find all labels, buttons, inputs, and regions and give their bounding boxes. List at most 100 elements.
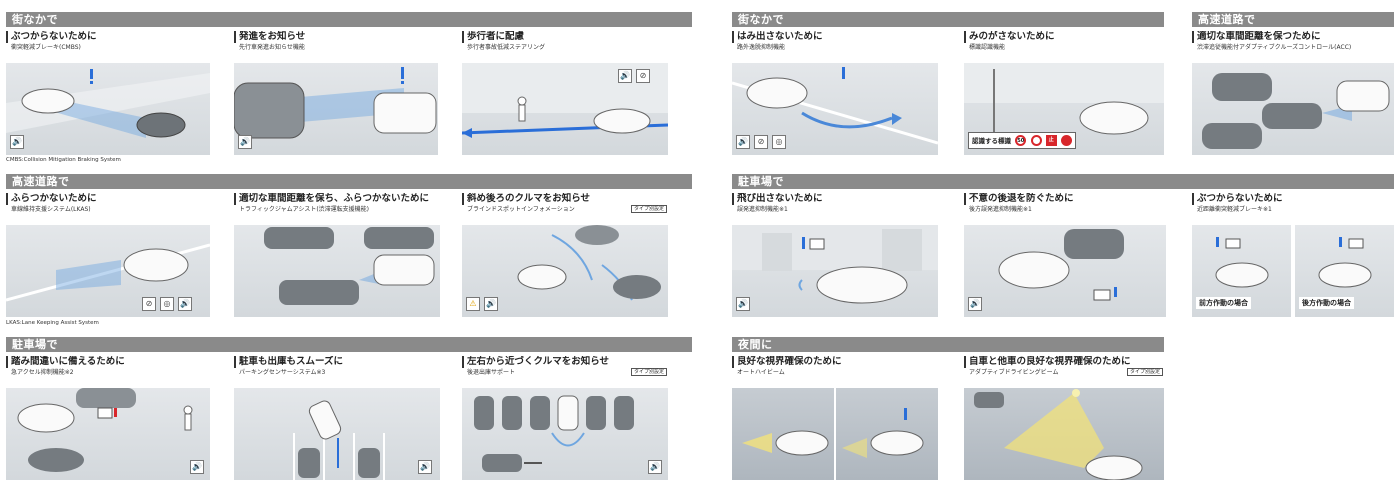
footnote-cmbs: CMBS:Collision Mitigation Braking System xyxy=(6,157,121,163)
cell-traffic-jam-assist: 適切な車間距離を保ち、ふらつかないために トラフィックジャムアシスト(渋滞運転支… xyxy=(234,193,440,317)
front-operation-illustration xyxy=(1215,237,1269,288)
cell-title: 斜め後ろのクルマをお知らせ xyxy=(462,193,668,205)
sound-icon: 🔊 xyxy=(238,135,252,149)
cell-subtitle: 先行車発進お知らせ機能 xyxy=(239,44,305,51)
section-header-highway-left: 高速道路で xyxy=(6,174,692,189)
sound-icon: 🔊 xyxy=(10,135,24,149)
cell-subtitle: タイプ別設定 ブラインドスポットインフォメーション xyxy=(462,205,668,214)
cell-title: ふらつかないために xyxy=(6,193,210,205)
sign-illustration xyxy=(964,63,1164,143)
mirror-indicator-icon: ⚠ xyxy=(466,297,480,311)
illustration xyxy=(234,225,440,317)
illustration: 🔊 xyxy=(6,63,210,155)
recognized-signs-panel: 認識する標識 50 止 xyxy=(968,132,1077,149)
illustration: 認識する標識 50 止 xyxy=(964,63,1164,155)
cell-subtitle: オートハイビーム xyxy=(737,369,785,376)
caption-front-operation: 前方作動の場合 xyxy=(1196,297,1251,309)
section-header-town-left: 街なかで xyxy=(6,12,692,27)
illustration: 🔊 xyxy=(6,388,210,480)
section-header-town-right: 街なかで xyxy=(732,12,1164,27)
cell-title: ぶつからないために xyxy=(1192,193,1394,205)
departure-illustration xyxy=(234,67,437,139)
illustration: 🔊 ⊘ xyxy=(462,63,668,155)
cell-subtitle: パーキングセンサーシステム※3 xyxy=(239,369,326,376)
stop-sign-icon: 止 xyxy=(1045,135,1057,146)
illustration: 🔊 xyxy=(234,63,438,155)
cell-title: ぶつからないために xyxy=(6,31,210,43)
cell-lkas: ふらつかないために 車線維持支援システム(LKAS) ⊘ ◎ 🔊 xyxy=(6,193,210,317)
cell-false-start: 飛び出さないために 誤発進抑制機能※1 🔊 xyxy=(732,193,938,317)
cell-parking-sensor: 駐車も出庫もスムーズに パーキングセンサーシステム※3 🔊 xyxy=(234,356,440,480)
section-header-night: 夜間に xyxy=(732,337,1164,352)
steering-icon: ◎ xyxy=(160,297,174,311)
rear-exit-illustration xyxy=(474,395,634,472)
cell-subtitle-text: ブラインドスポットインフォメーション xyxy=(467,206,575,213)
cell-title: 踏み間違いに備えるために xyxy=(6,356,210,368)
steering-icon: ◎ xyxy=(772,135,786,149)
lkas-illustration xyxy=(6,243,210,302)
sign-label: 認識する標識 xyxy=(972,136,1011,145)
cell-title: 発進をお知らせ xyxy=(234,31,438,43)
cell-subtitle: 標識認識機能 xyxy=(969,44,1006,51)
false-start-illustration xyxy=(732,225,938,304)
cell-title: はみ出さないために xyxy=(732,31,938,43)
sound-icon: 🔊 xyxy=(178,297,192,311)
adaptive-beam-illustration xyxy=(974,389,1143,480)
cell-acc: 適切な車間距離を保つために 渋滞追従機能付アダプティブクルーズコントロール(AC… xyxy=(1192,31,1394,155)
speed-limit-sign-icon: 50 xyxy=(1015,135,1027,146)
section-header-highway-right: 高速道路で xyxy=(1192,12,1394,27)
cell-subtitle: 渋滞追従機能付アダプティブクルーズコントロール(ACC) xyxy=(1197,44,1352,51)
auto-high-beam-illustration xyxy=(742,388,924,480)
cell-subtitle: 急アクセル抑制機能※2 xyxy=(11,369,74,376)
cell-pedestrian-steering: 歩行者に配慮 歩行者事故低減ステアリング 🔊 ⊘ xyxy=(462,31,668,155)
illustration: 🔊 xyxy=(964,225,1166,317)
steering-warning-icon: ⊘ xyxy=(636,69,650,83)
cell-title: 歩行者に配慮 xyxy=(462,31,668,43)
illustration: 🔊 ⊘ ◎ xyxy=(732,63,938,155)
do-not-enter-sign-icon xyxy=(1061,135,1073,146)
type-badge: タイプ別設定 xyxy=(630,205,667,213)
cell-rear-exit-support: 左右から近づくクルマをお知らせ タイプ別設定 後退出庫サポート 🔊 xyxy=(462,356,668,480)
lane-icon: ⊘ xyxy=(754,135,768,149)
cell-low-speed-braking: ぶつからないために 近距離衝突軽減ブレーキ※1 前方作動の場合 後方作動の場合 xyxy=(1192,193,1394,317)
cell-subtitle: 誤発進抑制機能※1 xyxy=(737,206,788,213)
cmbs-illustration xyxy=(6,69,210,138)
acc-illustration xyxy=(1202,73,1390,149)
sound-icon: 🔊 xyxy=(968,297,982,311)
cell-title: 左右から近づくクルマをお知らせ xyxy=(462,356,668,368)
cell-subtitle: トラフィックジャムアシスト(渋滞運転支援機能) xyxy=(239,206,370,213)
traffic-jam-illustration xyxy=(264,227,435,305)
cell-subtitle: 歩行者事故低減ステアリング xyxy=(467,44,546,51)
cell-title: 適切な車間距離を保ち、ふらつかないために xyxy=(234,193,440,205)
cell-subtitle-text: アダプティブドライビングビーム xyxy=(969,369,1059,376)
cell-subtitle: 路外逸脱抑制機能 xyxy=(737,44,786,51)
cell-adaptive-driving-beam: 自車と他車の良好な視界確保のために タイプ別設定 アダプティブドライビングビーム xyxy=(964,356,1164,480)
cell-title: 飛び出さないために xyxy=(732,193,938,205)
blind-spot-illustration xyxy=(517,225,661,301)
sound-icon: 🔊 xyxy=(418,460,432,474)
cell-subtitle: タイプ別設定 アダプティブドライビングビーム xyxy=(964,368,1164,377)
illustration xyxy=(732,388,938,480)
illustration: ⚠ 🔊 xyxy=(462,225,668,317)
sound-icon: 🔊 xyxy=(736,297,750,311)
cell-auto-high-beam: 良好な視界確保のために オートハイビーム xyxy=(732,356,938,480)
rear-operation-illustration xyxy=(1318,237,1372,288)
illustration: 🔊 xyxy=(732,225,938,317)
sound-icon: 🔊 xyxy=(648,460,662,474)
illustration: 🔊 xyxy=(234,388,440,480)
cell-subtitle: 後方誤発進抑制機能※1 xyxy=(969,206,1032,213)
cell-title: 良好な視界確保のために xyxy=(732,356,938,368)
illustration: ⊘ ◎ 🔊 xyxy=(6,225,210,317)
footnote-lkas: LKAS:Lane Keeping Assist System xyxy=(6,320,99,326)
cell-rear-false-start: 不意の後退を防ぐために 後方誤発進抑制機能※1 🔊 xyxy=(964,193,1166,317)
accel-illustration xyxy=(17,388,193,472)
cell-title: 駐車も出庫もスムーズに xyxy=(234,356,440,368)
cell-subtitle: 近距離衝突軽減ブレーキ※1 xyxy=(1197,206,1272,213)
illustration: 🔊 xyxy=(462,388,668,480)
illustration-front: 前方作動の場合 xyxy=(1192,225,1291,317)
type-badge: タイプ別設定 xyxy=(630,368,667,376)
type-badge: タイプ別設定 xyxy=(1126,368,1163,376)
cell-departure-notice: 発進をお知らせ 先行車発進お知らせ機能 🔊 xyxy=(234,31,438,155)
parking-sensor-illustration xyxy=(293,400,385,480)
section-header-parking-right: 駐車場で xyxy=(732,174,1394,189)
